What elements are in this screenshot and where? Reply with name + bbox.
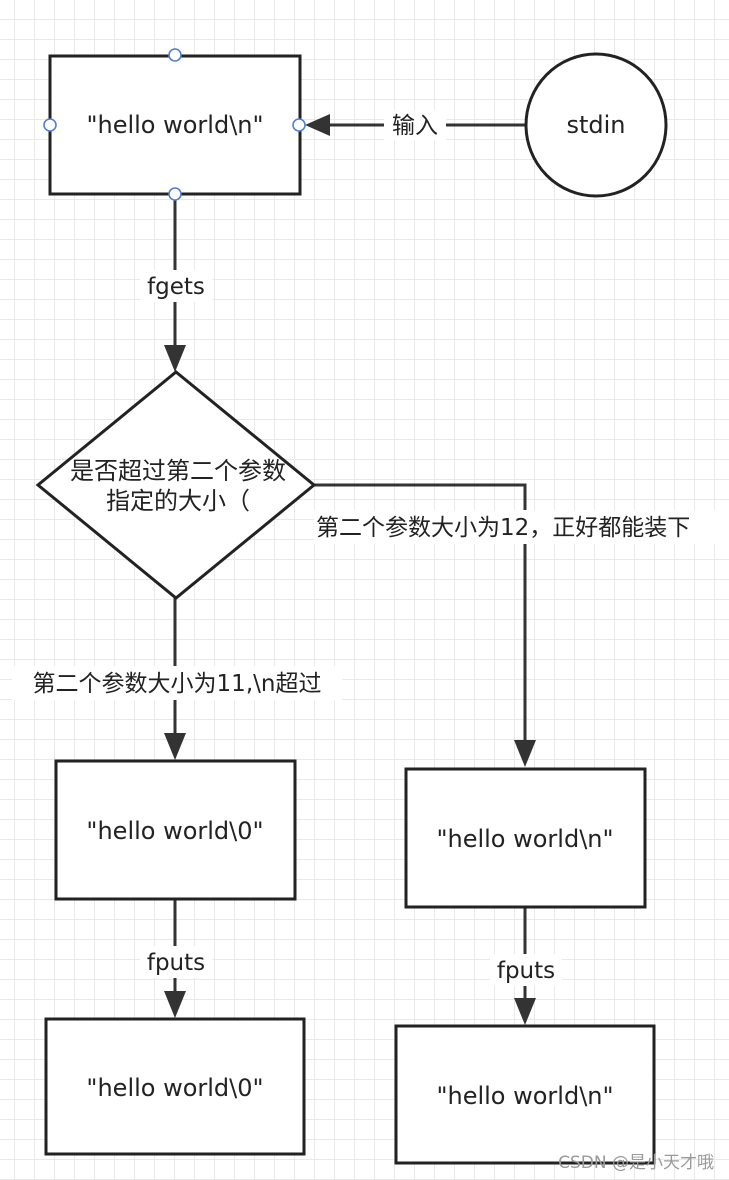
watermark: CSDN @是小天才哦	[558, 1153, 714, 1173]
node-top-box[interactable]: "hello world\n"	[43, 48, 306, 201]
input-label: 输入	[392, 113, 438, 139]
edge-label-left-branch: 第二个参数大小为11,\n超过	[12, 666, 342, 700]
stdin-text: stdin	[566, 111, 625, 139]
connector-handle[interactable]	[168, 48, 182, 62]
fgets-label: fgets	[147, 274, 205, 300]
edge-label-input: 输入	[384, 110, 446, 140]
node-right-mid-box[interactable]: "hello world\n"	[404, 767, 647, 909]
node-left-mid-box[interactable]: "hello world\0"	[54, 759, 297, 901]
edge-label-right-branch: 第二个参数大小为12，正好都能装下	[314, 510, 729, 544]
top-box-text: "hello world\n"	[86, 111, 263, 139]
edge-right-branch	[314, 483, 536, 767]
right-mid-box-text: "hello world\n"	[436, 825, 613, 853]
node-stdin[interactable]: stdin	[524, 52, 668, 198]
node-decision[interactable]: 是否超过第二个参数 指定的大小（	[35, 370, 317, 600]
connector-handle[interactable]	[292, 118, 306, 132]
decision-text-line1: 是否超过第二个参数	[70, 457, 286, 485]
edge-label-fputs-left: fputs	[140, 946, 212, 978]
node-left-bottom-box[interactable]: "hello world\0"	[44, 1017, 306, 1156]
right-bottom-box-text: "hello world\n"	[436, 1082, 613, 1110]
edge-label-fputs-right: fputs	[490, 954, 562, 986]
left-branch-label: 第二个参数大小为11,\n超过	[33, 671, 322, 697]
connector-handle[interactable]	[168, 187, 182, 201]
fputs-right-label: fputs	[497, 958, 555, 984]
right-branch-label: 第二个参数大小为12，正好都能装下	[316, 515, 690, 541]
node-right-bottom-box[interactable]: "hello world\n"	[394, 1024, 656, 1165]
decision-text-line2: 指定的大小（	[106, 487, 250, 515]
connector-handle[interactable]	[43, 118, 57, 132]
edge-label-fgets: fgets	[140, 270, 212, 302]
fputs-left-label: fputs	[147, 950, 205, 976]
left-mid-box-text: "hello world\0"	[86, 817, 263, 845]
left-bottom-box-text: "hello world\0"	[86, 1074, 263, 1102]
